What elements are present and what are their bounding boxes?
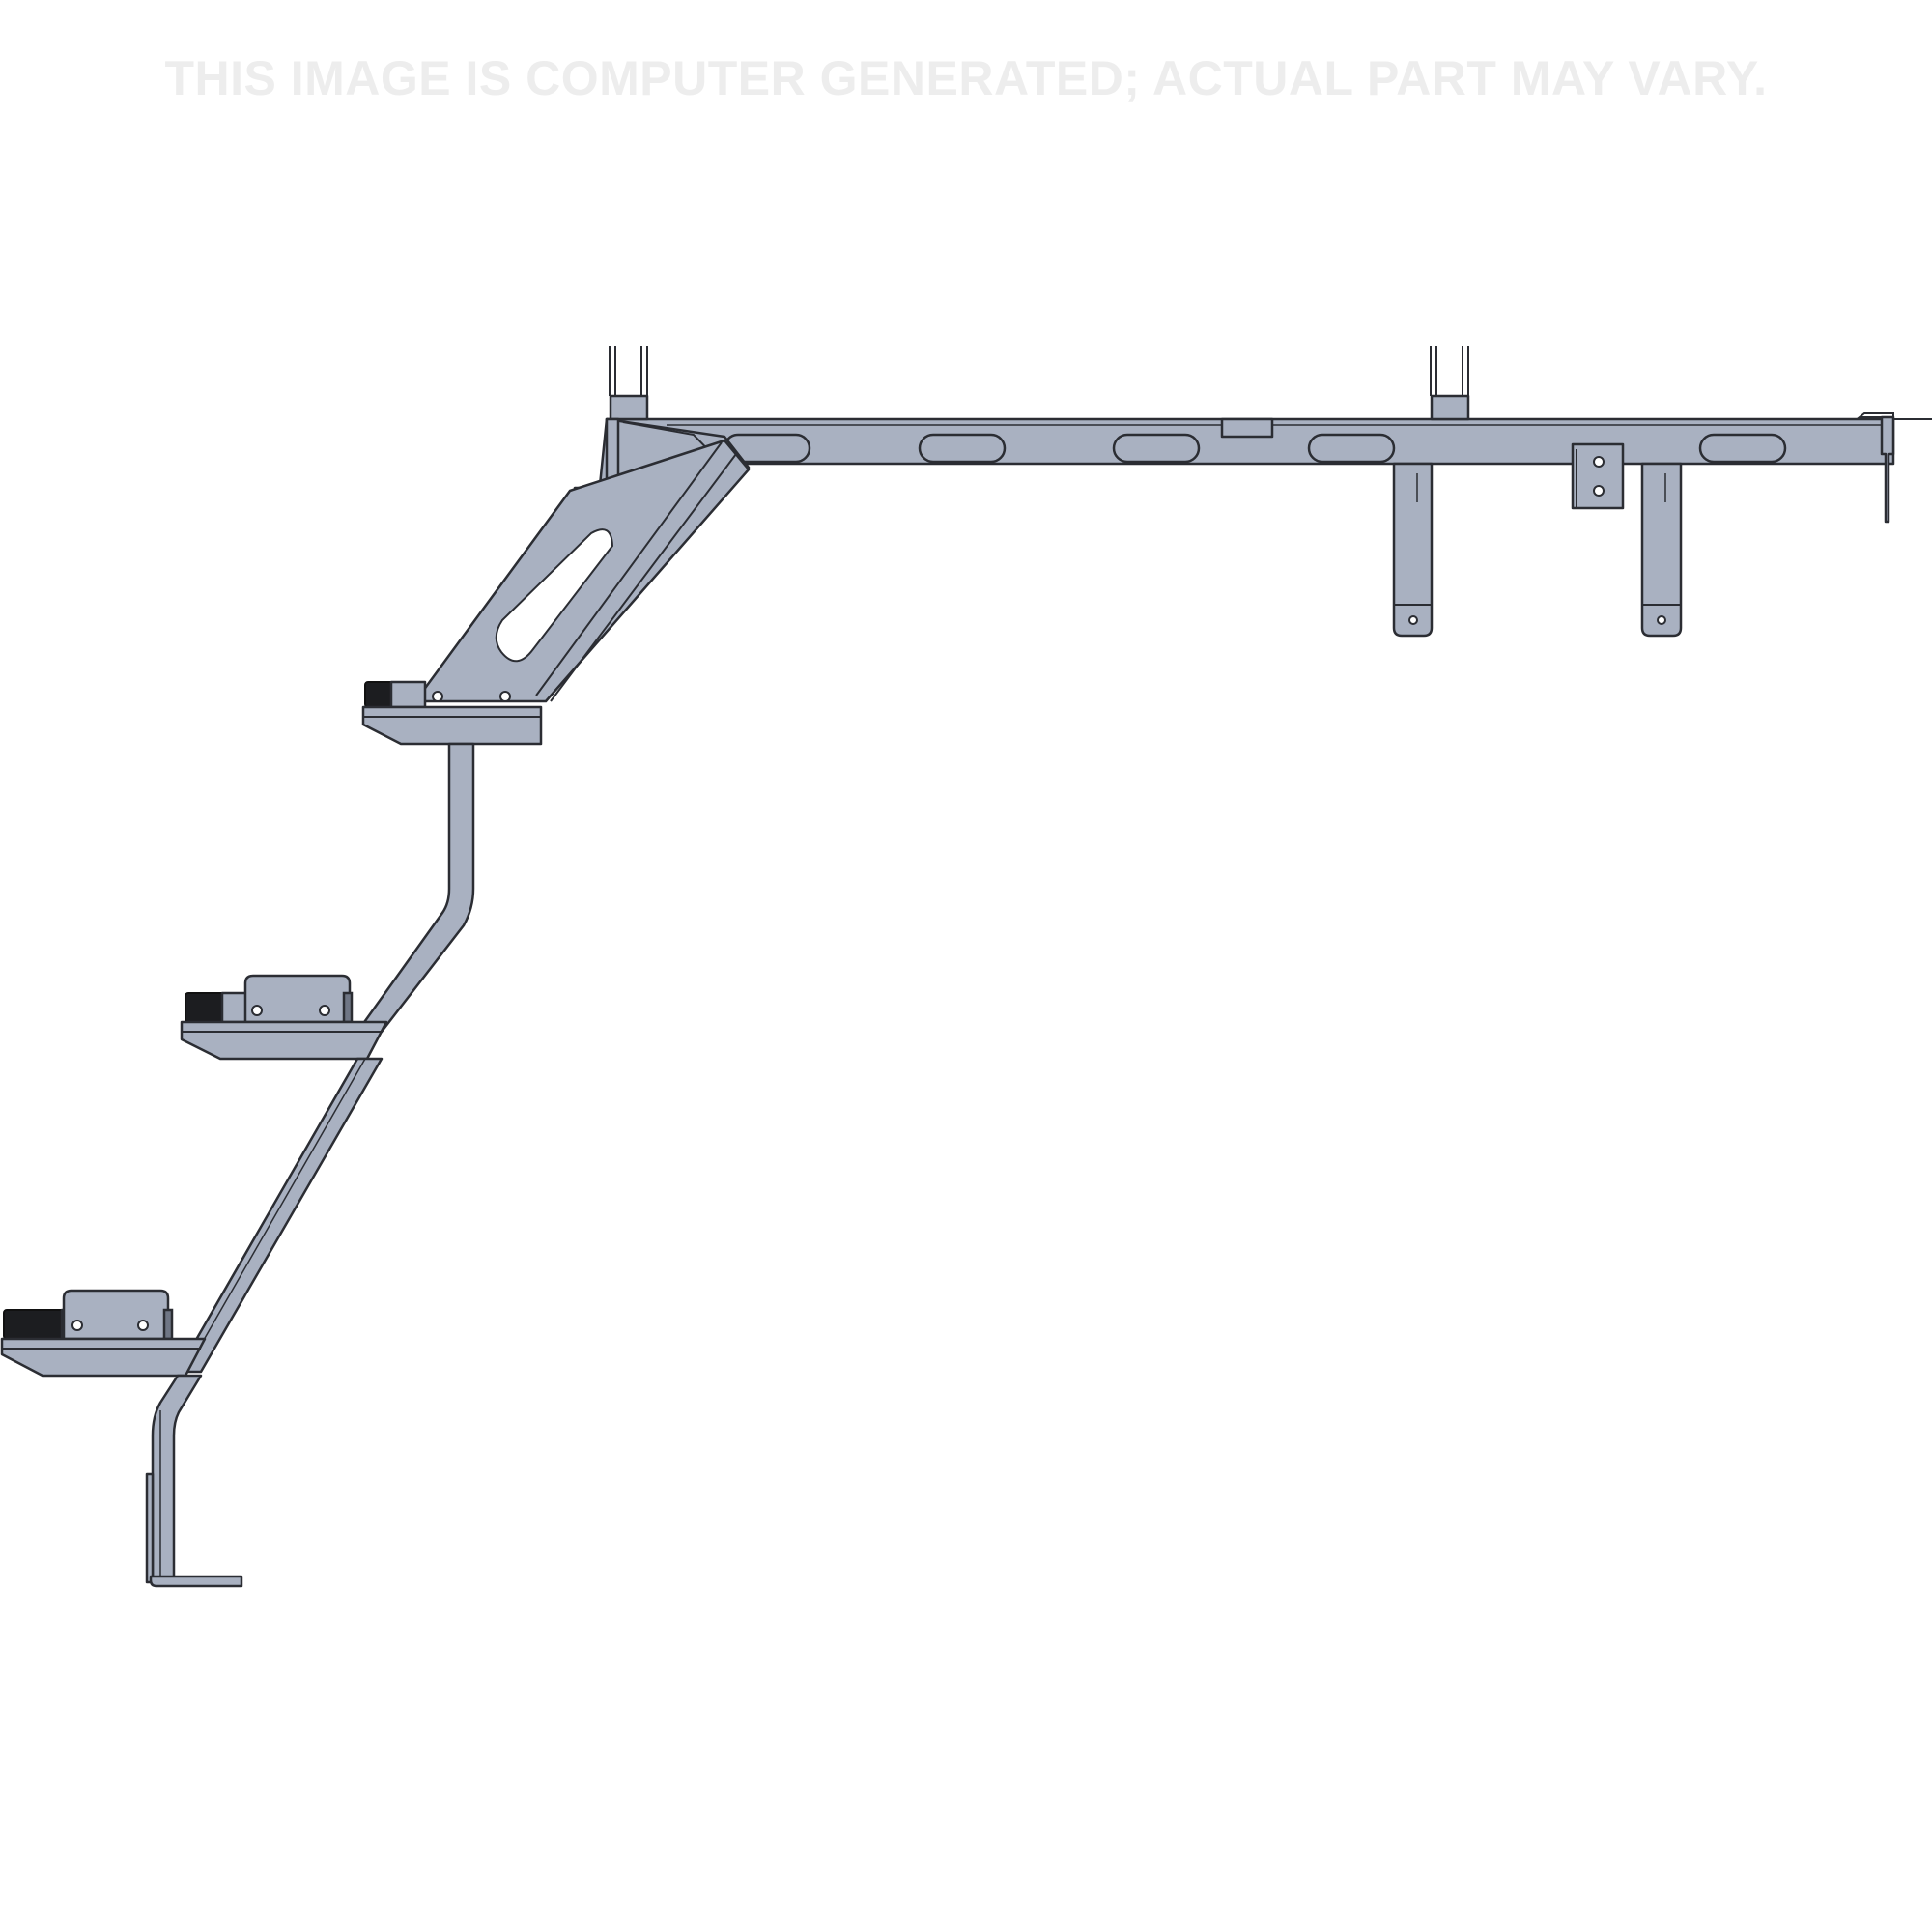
- foot-plate: [149, 1575, 243, 1588]
- bolt-hole: [432, 691, 443, 702]
- step-bracket: [243, 974, 352, 1024]
- rail-slot: [1698, 433, 1787, 464]
- center-clip: [1220, 417, 1274, 439]
- rail-slot: [1307, 433, 1396, 464]
- arm-slot: [495, 528, 614, 663]
- step-tread: [180, 1020, 388, 1061]
- rubber-pad: [364, 681, 395, 708]
- top-tabs: [609, 346, 1470, 421]
- step-middle: [180, 974, 388, 1061]
- hanging-bracket: [1392, 462, 1434, 638]
- mounting-plate: [1571, 442, 1625, 510]
- bolt-hole: [137, 1320, 149, 1331]
- rail-slots: [723, 433, 1787, 464]
- rubber-pad: [3, 1309, 67, 1340]
- hanging-bracket: [1640, 462, 1683, 638]
- rail-slot: [1112, 433, 1201, 464]
- bolt-hole: [1593, 456, 1605, 468]
- bolt-hole: [499, 691, 511, 702]
- hanging-brackets: [1392, 442, 1683, 638]
- lower-leg: [145, 1374, 243, 1588]
- rail-slot: [918, 433, 1007, 464]
- bolt-hole: [1408, 615, 1418, 625]
- disclaimer-watermark: THIS IMAGE IS COMPUTER GENERATED; ACTUAL…: [164, 51, 1768, 105]
- step-tread: [361, 705, 543, 746]
- diagonal-arm: [413, 439, 751, 703]
- bolt-hole: [71, 1320, 83, 1331]
- bolt-hole: [251, 1005, 263, 1016]
- rubber-pad: [185, 992, 227, 1023]
- top-rail: [605, 412, 1932, 524]
- bolt-hole: [319, 1005, 330, 1016]
- upper-strut: [355, 742, 475, 1034]
- bolt-hole: [1593, 485, 1605, 497]
- middle-strut: [176, 1057, 384, 1374]
- step-top: [361, 680, 543, 746]
- step-bracket: [62, 1289, 170, 1341]
- step-tread: [0, 1337, 207, 1378]
- step-bottom: [0, 1289, 207, 1378]
- bolt-hole: [1657, 615, 1666, 625]
